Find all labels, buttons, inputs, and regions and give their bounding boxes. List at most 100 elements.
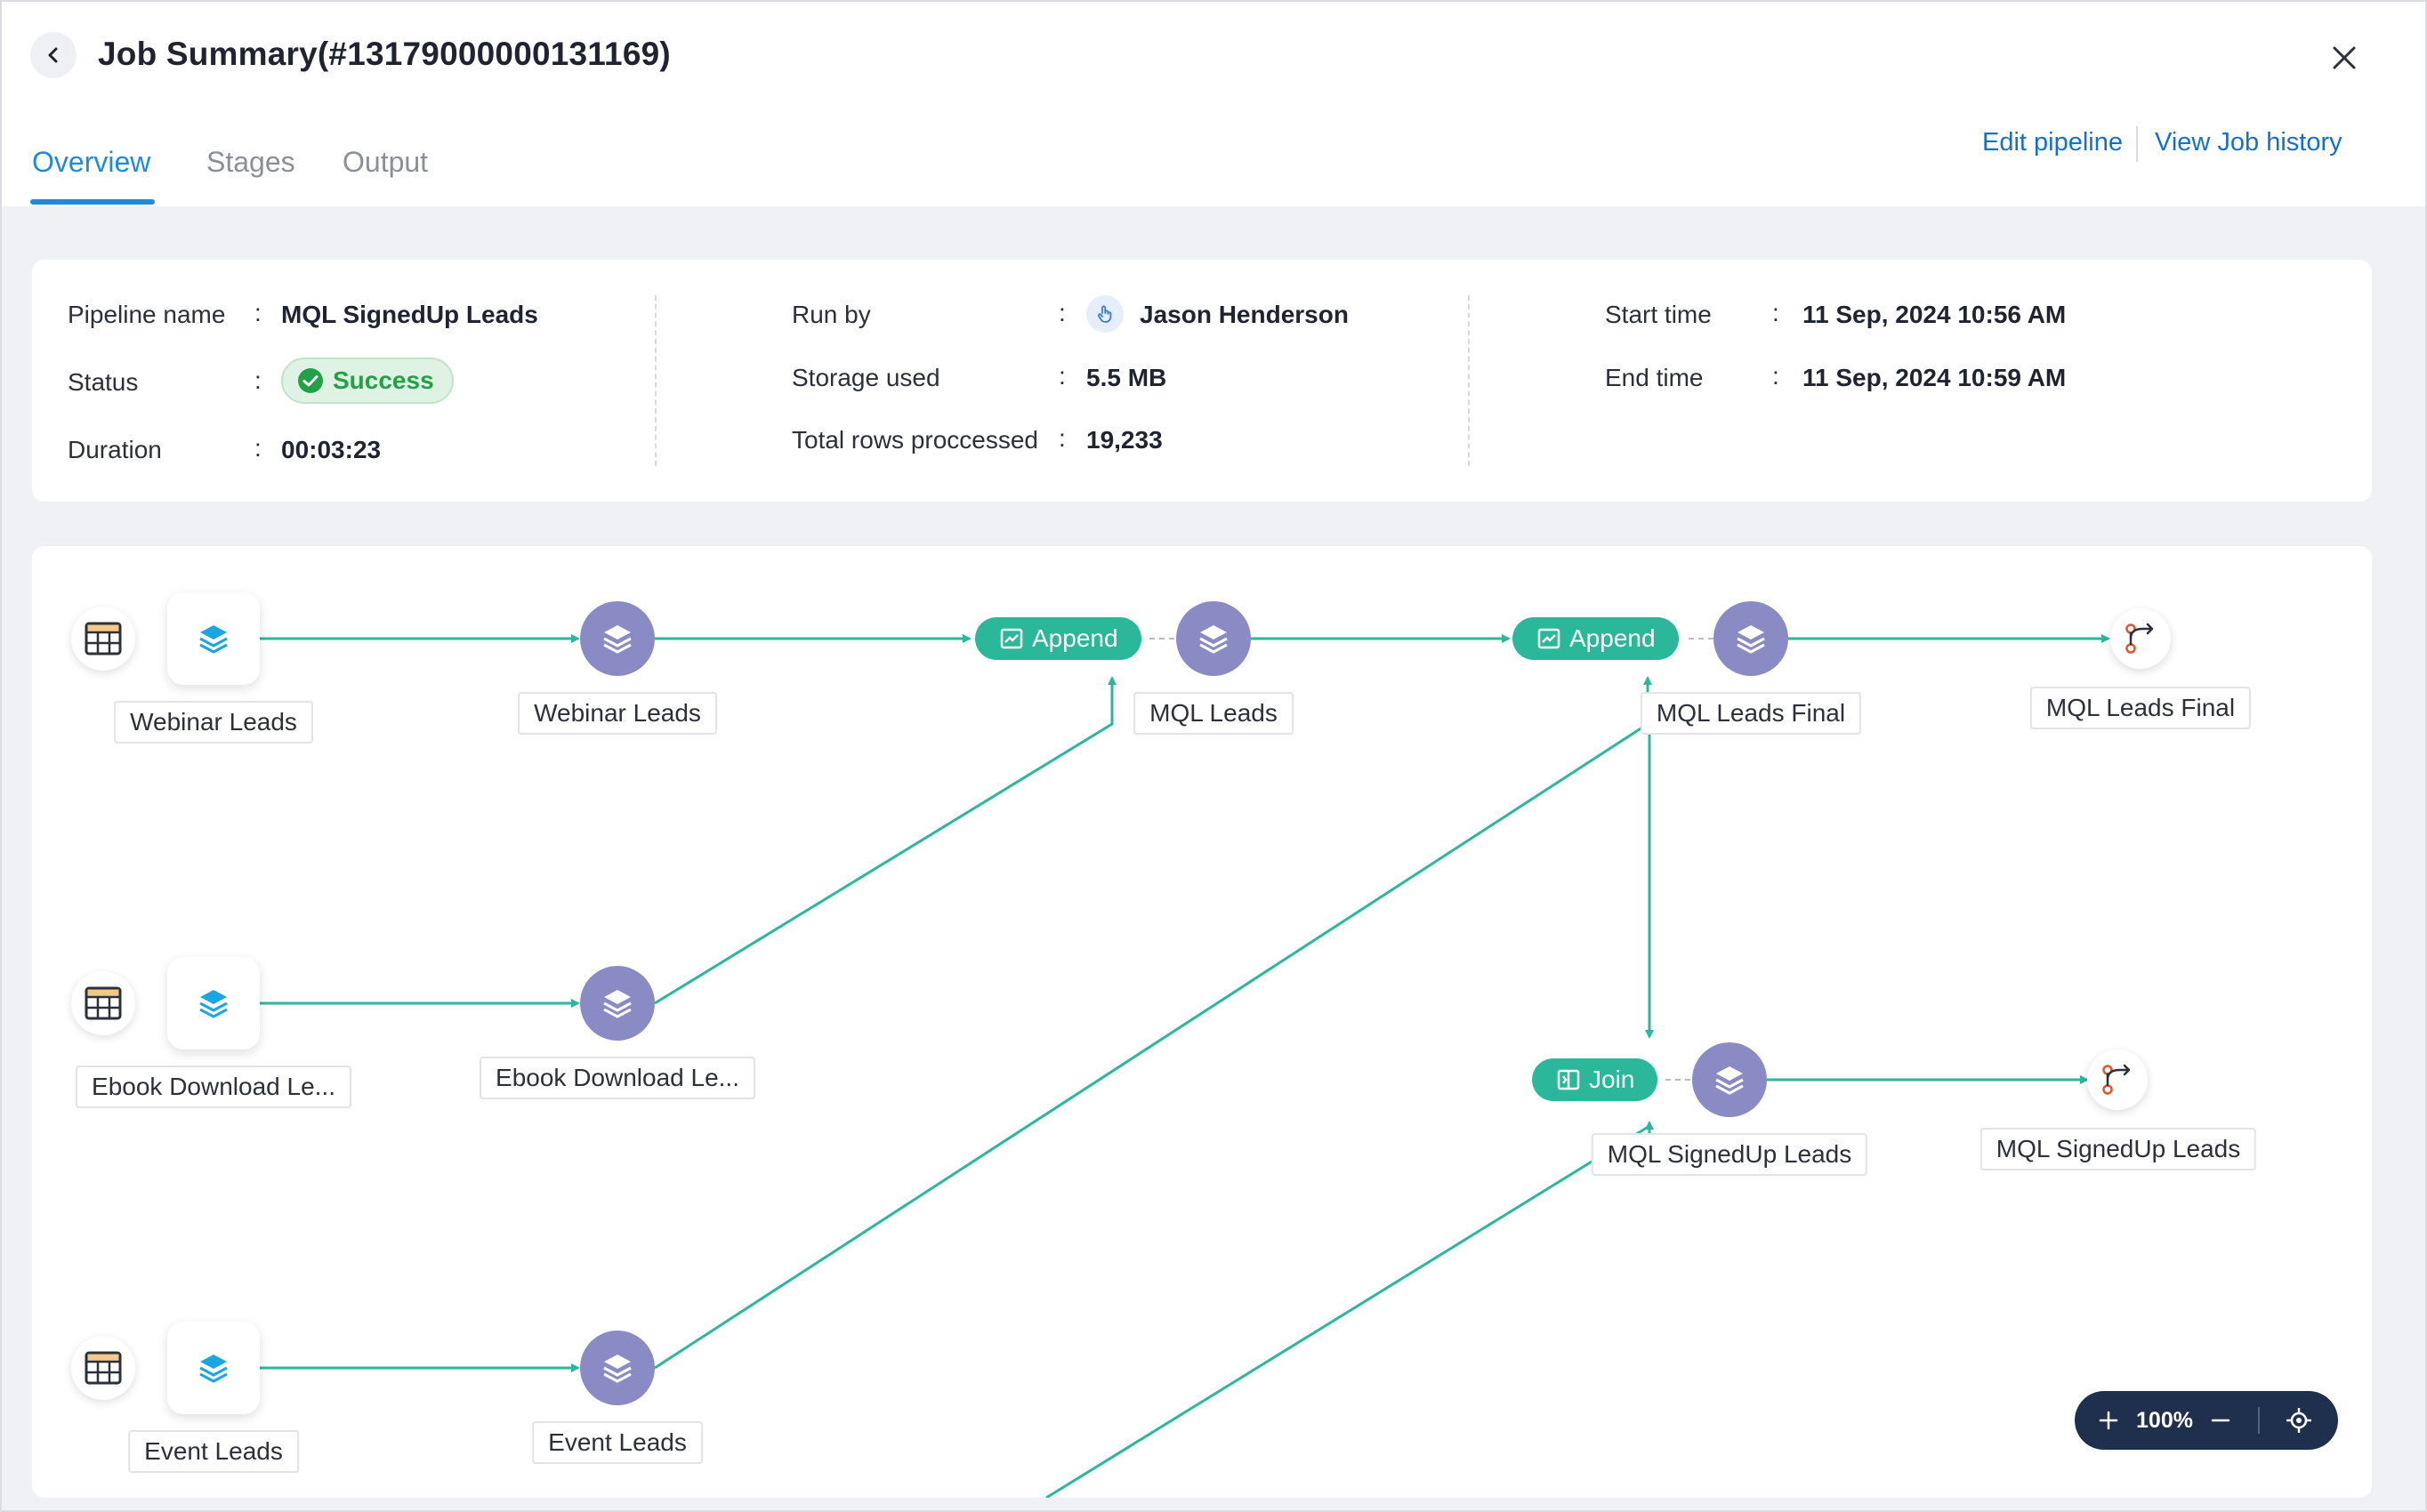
separator: : [254, 434, 262, 462]
check-circle-icon [298, 368, 323, 393]
plus-icon [2099, 1411, 2118, 1430]
destination-node[interactable] [2087, 1050, 2148, 1110]
stage-label[interactable]: MQL SignedUp Leads [1591, 1133, 1868, 1176]
flow-edges [260, 634, 2110, 1498]
source-dataset-node[interactable] [167, 1322, 260, 1414]
source-label[interactable]: Event Leads [128, 1430, 299, 1473]
separator: : [254, 299, 262, 326]
stage-label[interactable]: Ebook Download Le... [480, 1057, 755, 1099]
zoom-out-button[interactable] [2196, 1391, 2246, 1450]
stage-label[interactable]: MQL Leads [1133, 692, 1294, 735]
zoom-in-button[interactable] [2084, 1391, 2133, 1450]
stage-node[interactable] [580, 1331, 655, 1405]
layers-icon [199, 990, 228, 1018]
source-table-icon[interactable] [71, 607, 135, 671]
run-by-label: Run by [792, 301, 871, 328]
crosshair-icon [2286, 1408, 2311, 1433]
status-badge: Success [281, 358, 454, 404]
chevron-left-icon [48, 47, 58, 63]
join-icon [1557, 1069, 1580, 1090]
append-operation[interactable]: Append [1512, 617, 1679, 660]
zoom-control: 100% [2075, 1391, 2338, 1450]
join-operation[interactable]: Join [1532, 1058, 1658, 1101]
active-tab-indicator [30, 199, 155, 205]
separator: : [1059, 362, 1066, 390]
close-button[interactable] [2324, 37, 2365, 78]
pipeline-flow-canvas[interactable]: Webinar Leads Ebook Download Le... Event… [32, 546, 2372, 1498]
separator: : [254, 366, 262, 394]
layers-icon [603, 1355, 632, 1383]
recenter-button[interactable] [2274, 1391, 2324, 1450]
view-job-history-link[interactable]: View Job history [2155, 128, 2342, 157]
duration-label: Duration [68, 436, 162, 463]
total-rows-value: 19,233 [1086, 426, 1163, 454]
status-text: Success [333, 366, 434, 394]
append-icon [1537, 628, 1560, 649]
export-icon [2125, 623, 2154, 654]
job-info-card: Pipeline name : MQL SignedUp Leads Statu… [32, 260, 2372, 502]
stage-node[interactable] [580, 966, 655, 1041]
tab-output[interactable]: Output [343, 146, 429, 178]
layers-icon [1715, 1066, 1744, 1095]
layers-icon [603, 625, 632, 654]
minus-icon [2211, 1419, 2230, 1422]
destination-label[interactable]: MQL Leads Final [2029, 687, 2252, 729]
back-button[interactable] [30, 32, 77, 78]
destination-label[interactable]: MQL SignedUp Leads [1979, 1128, 2257, 1170]
column-divider [655, 295, 657, 466]
tab-stages[interactable]: Stages [206, 146, 295, 178]
separator: : [1772, 299, 1779, 326]
dialog-header: Job Summary(#13179000000131169) Overview… [2, 2, 2425, 206]
layers-icon [1737, 625, 1765, 654]
run-by-value: Jason Henderson [1140, 301, 1349, 328]
edit-pipeline-link[interactable]: Edit pipeline [1982, 128, 2123, 157]
stage-node[interactable] [580, 601, 655, 676]
separator: : [1059, 299, 1066, 326]
stage-label[interactable]: Webinar Leads [518, 692, 717, 735]
append-operation[interactable]: Append [975, 617, 1141, 660]
link-divider [2136, 126, 2138, 162]
storage-used-value: 5.5 MB [1086, 364, 1167, 391]
export-icon [2102, 1064, 2131, 1095]
separator: : [1059, 424, 1066, 452]
layers-icon [199, 1355, 228, 1383]
stage-label[interactable]: MQL Leads Final [1640, 692, 1862, 735]
source-table-icon[interactable] [71, 1336, 135, 1400]
append-label: Append [1032, 624, 1118, 652]
zoom-divider [2258, 1407, 2260, 1434]
end-time-label: End time [1605, 364, 1704, 391]
end-time-value: 11 Sep, 2024 10:59 AM [1802, 364, 2067, 391]
layers-icon [1199, 625, 1228, 654]
pipeline-name-value: MQL SignedUp Leads [281, 301, 538, 328]
status-label: Status [68, 368, 139, 396]
column-divider [1468, 295, 1470, 466]
stage-node[interactable] [1176, 601, 1251, 676]
source-label[interactable]: Ebook Download Le... [76, 1066, 351, 1108]
source-label[interactable]: Webinar Leads [114, 701, 313, 744]
append-label: Append [1569, 624, 1656, 652]
separator: : [1772, 362, 1779, 390]
total-rows-label: Total rows proccessed [792, 426, 1039, 454]
source-dataset-node[interactable] [167, 592, 260, 685]
join-label: Join [1589, 1066, 1635, 1093]
start-time-label: Start time [1605, 301, 1712, 328]
close-icon [2333, 46, 2356, 69]
source-dataset-node[interactable] [167, 957, 260, 1050]
stage-node[interactable] [1713, 601, 1788, 676]
page-title: Job Summary(#13179000000131169) [98, 36, 671, 72]
stage-label[interactable]: Event Leads [532, 1421, 703, 1464]
source-table-icon[interactable] [71, 971, 135, 1035]
storage-used-label: Storage used [792, 364, 940, 391]
duration-value: 00:03:23 [281, 436, 382, 463]
append-icon [1000, 628, 1023, 649]
layers-icon [603, 990, 632, 1018]
manual-run-icon [1086, 295, 1124, 333]
destination-node[interactable] [2110, 608, 2171, 669]
tab-overview[interactable]: Overview [32, 146, 151, 178]
pipeline-name-label: Pipeline name [68, 301, 226, 328]
stage-node[interactable] [1692, 1042, 1767, 1117]
start-time-value: 11 Sep, 2024 10:56 AM [1802, 301, 2067, 328]
layers-icon [199, 625, 228, 654]
zoom-level: 100% [2136, 1407, 2193, 1433]
